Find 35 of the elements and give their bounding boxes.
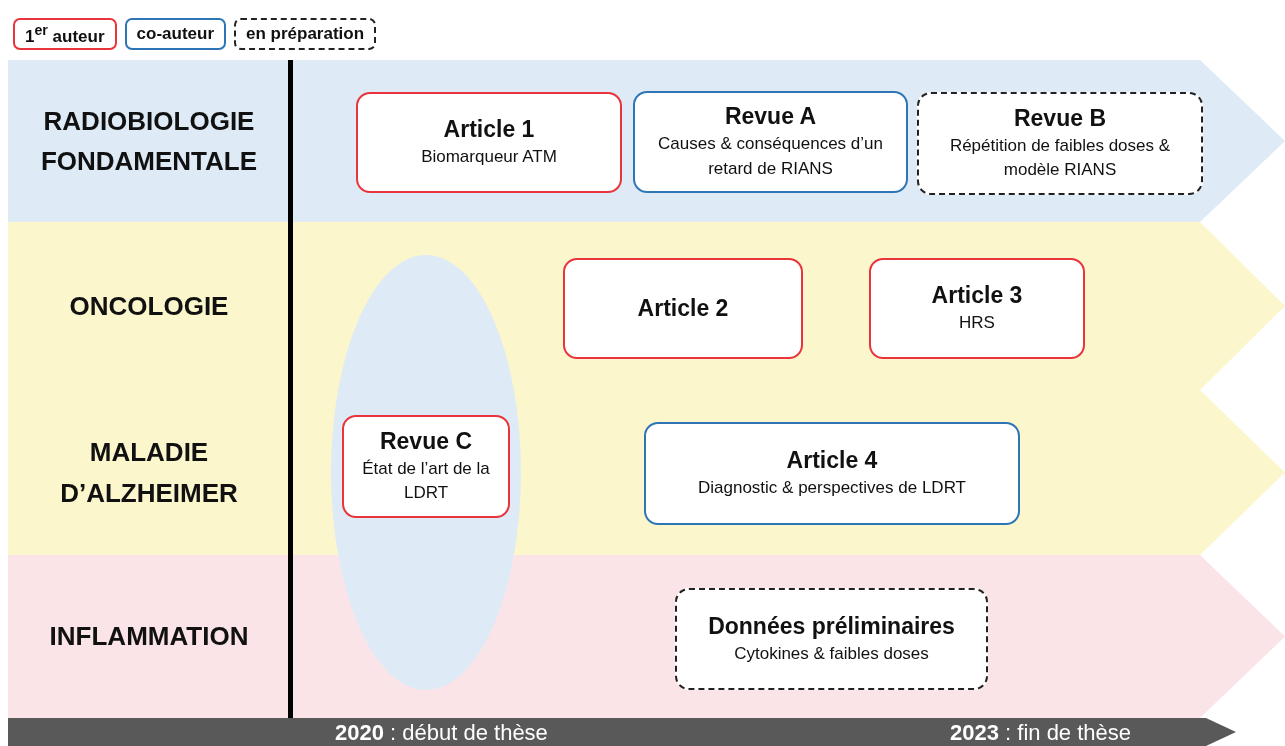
card-subtitle: Répétition de faibles doses & modèle RIANS [948, 134, 1172, 182]
card-title: Article 2 [637, 293, 729, 323]
timeline-label: 2023 : fin de thèse [950, 720, 1132, 746]
theme-band [8, 222, 1285, 390]
card-subtitle: Causes & conséquences d’un retard de RIANS [657, 133, 884, 180]
publication-card [633, 91, 908, 193]
band-title: ONCOLOGIE [68, 289, 230, 323]
card-title: Article 3 [931, 281, 1023, 311]
band-title: MALADIE D’ALZHEIMER [59, 436, 239, 510]
card-title: Article 1 [443, 115, 535, 145]
card-title: Données préliminaires [708, 611, 955, 641]
card-title: Article 4 [786, 446, 878, 476]
publication-card [869, 258, 1085, 359]
theme-band [8, 555, 1285, 718]
theme-band [8, 60, 1285, 222]
card-subtitle: Cytokines & faibles doses [734, 642, 929, 665]
publication-card [917, 92, 1203, 195]
publication-card [644, 422, 1020, 525]
card-subtitle: État de l’art de la LDRT [362, 457, 490, 505]
card-title: Revue B [1013, 103, 1106, 133]
band-title: INFLAMMATION [48, 620, 250, 654]
timeline-label: 2020 : début de thèse [335, 720, 548, 746]
card-subtitle: HRS [959, 312, 995, 335]
legend-item: 1$^{er}$ auteur [13, 18, 117, 50]
card-subtitle: Biomarqueur ATM [421, 146, 557, 169]
band-title: RADIOBIOLOGIE FONDAMENTALE [39, 104, 259, 178]
card-subtitle: Diagnostic & perspectives de LDRT [697, 477, 966, 500]
legend-item: en préparation [234, 18, 377, 50]
publication-card [563, 258, 803, 359]
card-title: Revue C [379, 426, 472, 456]
legend-item: co-auteur [124, 18, 226, 50]
publication-card [342, 415, 510, 518]
card-title: Revue A [724, 102, 817, 132]
publication-card [675, 588, 988, 690]
publication-card [356, 92, 622, 193]
